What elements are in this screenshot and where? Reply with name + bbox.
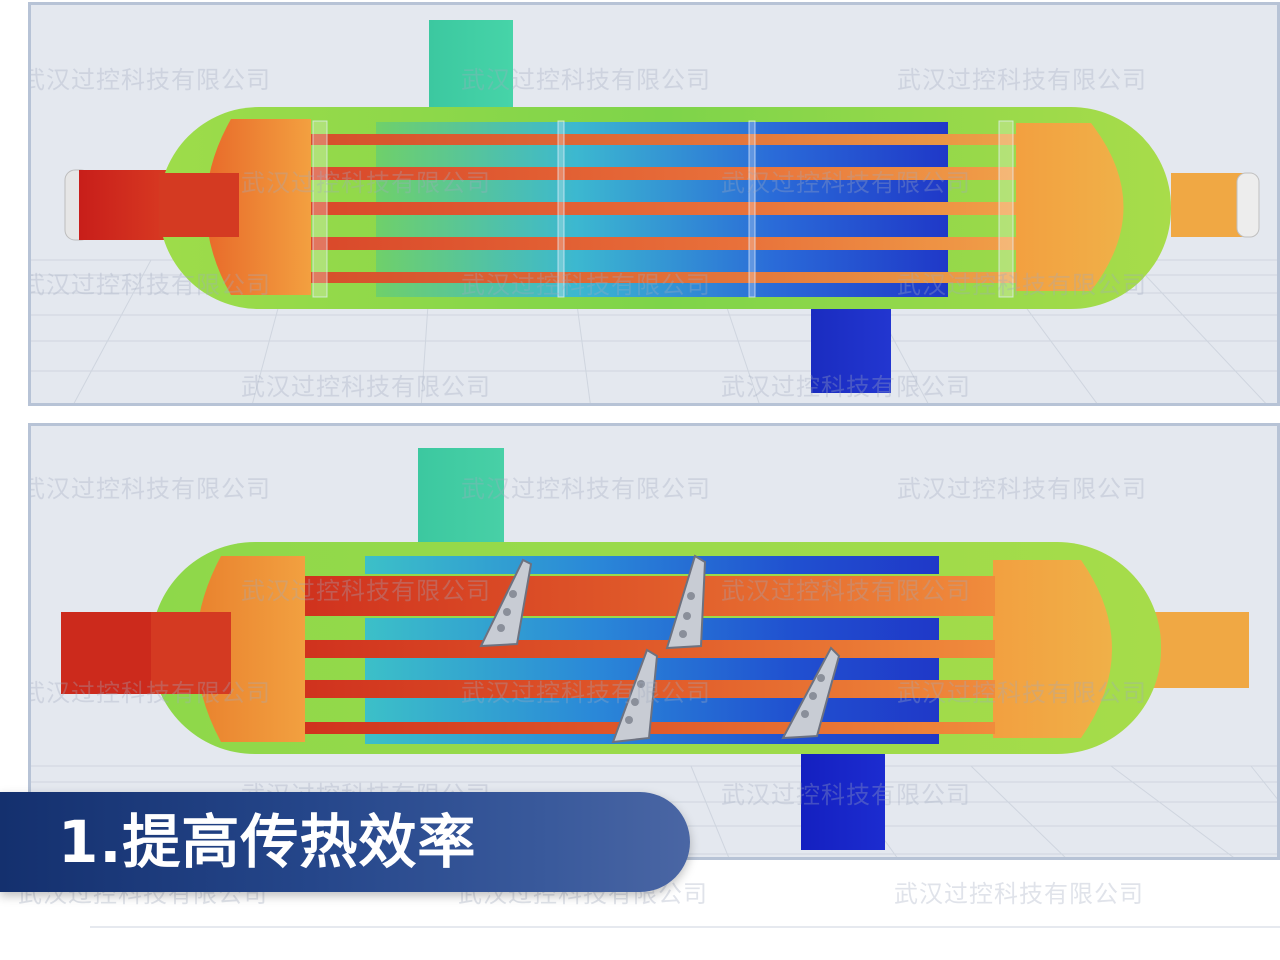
tube-sheets <box>312 120 1014 298</box>
helical-baffle <box>781 646 841 740</box>
right-header <box>1016 123 1124 291</box>
watermark: 武汉过控科技有限公司 <box>894 880 1144 908</box>
left-header <box>206 119 311 295</box>
title-banner: 1.提高传热效率 <box>0 792 690 892</box>
tube-inlet-pipe <box>79 170 169 240</box>
banner-title: 1.提高传热效率 <box>58 808 477 876</box>
left-header <box>196 556 305 742</box>
top-simulation-panel: 武汉过控科技有限公司 武汉过控科技有限公司 武汉过控科技有限公司 武汉过控科技有… <box>28 2 1280 406</box>
shell-outlet-nozzle <box>801 736 885 850</box>
tube-outlet-pipe <box>1151 612 1249 688</box>
shell-flow-bands <box>376 122 948 297</box>
helical-baffles <box>479 554 841 744</box>
right-header <box>993 560 1112 738</box>
straight-tube-exchanger-diagram <box>31 20 1277 403</box>
helical-baffle <box>665 554 707 650</box>
helical-baffle-exchanger-diagram <box>31 448 1277 857</box>
shell-inlet-nozzle <box>418 448 504 560</box>
tube-bundle <box>311 134 1016 283</box>
helical-baffle <box>479 558 533 648</box>
helical-baffle <box>611 648 659 744</box>
shell-flow-bands <box>365 556 939 744</box>
shell-inlet-nozzle <box>429 20 513 120</box>
footer-divider <box>90 926 1280 928</box>
